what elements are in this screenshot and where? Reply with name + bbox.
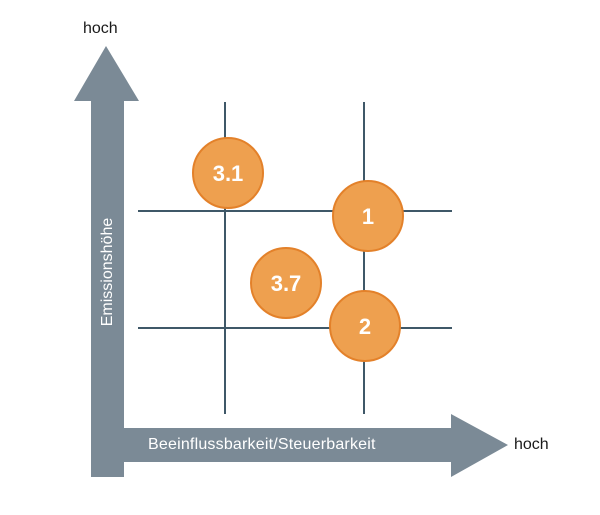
y-axis-arrow [74, 46, 139, 477]
y-axis-high-label: hoch [83, 20, 118, 37]
x-axis-title: Beeinflussbarkeit/Steuerbarkeit [148, 436, 376, 453]
x-axis-arrow [91, 414, 508, 477]
bubble-3-7: 3.7 [250, 247, 322, 319]
bubble-label: 2 [359, 314, 371, 339]
bubble-3-1: 3.1 [192, 137, 264, 209]
bubble-label: 3.7 [271, 271, 302, 296]
y-axis-title: Emissionshöhe [99, 217, 116, 327]
bubble-2: 2 [329, 290, 401, 362]
x-axis-high-label: hoch [514, 436, 549, 453]
bubble-1: 1 [332, 180, 404, 252]
bubble-label: 3.1 [213, 161, 244, 186]
bubble-label: 1 [362, 204, 374, 229]
